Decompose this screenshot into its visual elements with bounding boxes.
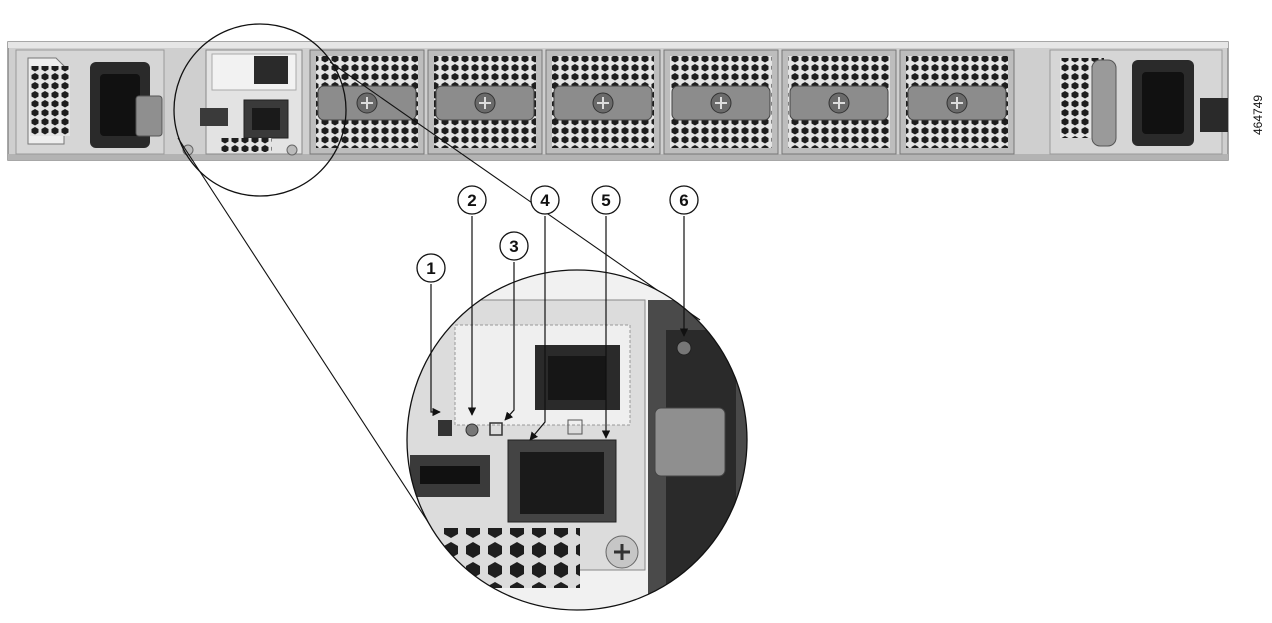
callout-1: 1 xyxy=(416,253,446,283)
magnifier-line-right xyxy=(329,61,701,321)
callout-number: 6 xyxy=(679,191,688,210)
callout-5: 5 xyxy=(591,185,621,215)
fan-modules xyxy=(309,49,1015,155)
fan-module-6 xyxy=(899,49,1015,155)
callout-number: 4 xyxy=(540,191,550,210)
callout-number: 5 xyxy=(601,191,610,210)
power-supply-handle-right xyxy=(1091,59,1117,147)
callout-number: 1 xyxy=(426,259,435,278)
callout-2: 2 xyxy=(457,185,487,215)
callout-6: 6 xyxy=(669,185,699,215)
fan-latch xyxy=(654,407,726,477)
power-supply-right xyxy=(1049,49,1228,155)
power-supply-left xyxy=(15,49,165,155)
fan-module-5 xyxy=(781,49,897,155)
console-port-thumb xyxy=(254,56,288,84)
beacon-led xyxy=(465,423,479,437)
callout-leader-4 xyxy=(529,216,546,441)
callouts: 1 2 3 4 5 6 xyxy=(416,185,699,441)
zoomed-detail xyxy=(406,269,748,611)
power-supply-handle-left xyxy=(135,95,163,137)
figure-id: 464749 xyxy=(1251,95,1265,135)
callout-leader-1 xyxy=(430,284,441,417)
fan-module-3 xyxy=(545,49,661,155)
callout-number: 3 xyxy=(509,237,518,256)
zoom-circle xyxy=(406,269,748,611)
reserved-led xyxy=(489,422,503,436)
fan-status-led xyxy=(676,340,692,356)
management-module xyxy=(182,49,303,156)
status-led xyxy=(438,420,452,436)
screw-thumb-right xyxy=(286,144,298,156)
usb-port-thumb xyxy=(200,108,228,126)
callout-number: 2 xyxy=(467,191,476,210)
magnifier-line-left xyxy=(177,137,431,526)
callout-leader-3 xyxy=(504,262,515,421)
fan-module-1 xyxy=(309,49,425,155)
magnifier-source-circle xyxy=(173,23,347,197)
magnifier xyxy=(173,23,701,526)
fan-module-4 xyxy=(663,49,779,155)
callout-3: 3 xyxy=(499,231,529,261)
callout-4: 4 xyxy=(530,185,560,215)
fan-module-2 xyxy=(427,49,543,155)
